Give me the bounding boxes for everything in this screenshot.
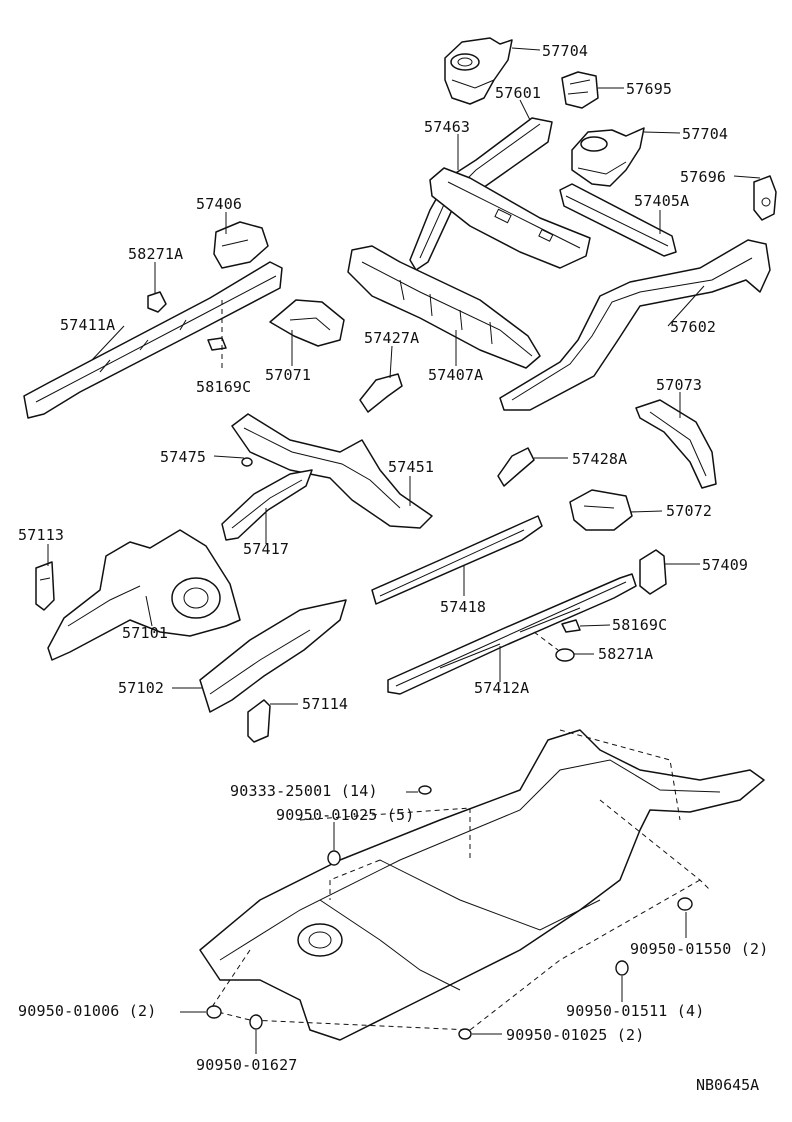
callout-58271a-b: 58271A — [598, 645, 653, 663]
part-57411a — [23, 261, 283, 419]
part-57704-top — [444, 37, 513, 105]
part-57406 — [213, 221, 269, 269]
callout-90950-01511: 90950-01511 (4) — [566, 1002, 704, 1020]
callout-57073: 57073 — [656, 376, 702, 394]
callout-57114: 57114 — [302, 695, 348, 713]
callouts: 57704 57601 57695 57463 57704 57696 5740… — [18, 42, 768, 1074]
leader-lines — [47, 47, 761, 1054]
callout-90950-01025-5: 90950-01025 (5) — [276, 806, 414, 824]
part-57463-crossmember — [429, 167, 591, 269]
diagram-reference-code: NB0645A — [696, 1076, 759, 1094]
part-57102 — [199, 599, 347, 713]
callout-57411a: 57411A — [60, 316, 115, 334]
callout-57451: 57451 — [388, 458, 434, 476]
part-57695 — [561, 71, 599, 109]
part-57071 — [269, 299, 345, 347]
callout-58271a-a: 58271A — [128, 245, 183, 263]
part-57409 — [639, 549, 667, 595]
callout-58169c-b: 58169C — [612, 616, 667, 634]
part-57696 — [753, 175, 777, 221]
callout-57407a: 57407A — [428, 366, 483, 384]
plug-90950-01025-5 — [327, 850, 341, 866]
plug-90950-01025-2 — [458, 1028, 472, 1040]
part-57113 — [35, 561, 55, 611]
callout-57405a: 57405A — [634, 192, 689, 210]
callout-90950-01025-2: 90950-01025 (2) — [506, 1026, 644, 1044]
callout-57071: 57071 — [265, 366, 311, 384]
part-57101-apron — [47, 529, 241, 661]
part-57704-second — [571, 127, 645, 187]
callout-57418: 57418 — [440, 598, 486, 616]
callout-57475: 57475 — [160, 448, 206, 466]
callout-57113: 57113 — [18, 526, 64, 544]
underbody-assembly — [199, 729, 765, 1041]
callout-57427a: 57427A — [364, 329, 419, 347]
callout-57406: 57406 — [196, 195, 242, 213]
callout-57417: 57417 — [243, 540, 289, 558]
callout-57696: 57696 — [680, 168, 726, 186]
part-57418 — [371, 515, 543, 605]
plug-90950-01511 — [615, 960, 629, 976]
callout-57463: 57463 — [424, 118, 470, 136]
plug-90950-01550 — [677, 897, 693, 911]
callout-57602: 57602 — [670, 318, 716, 336]
callout-90333-25001: 90333-25001 (14) — [230, 782, 378, 800]
part-57114 — [247, 699, 271, 743]
part-57073 — [635, 399, 717, 489]
part-57428a — [497, 447, 535, 487]
callout-57409: 57409 — [702, 556, 748, 574]
callout-57601: 57601 — [495, 84, 541, 102]
part-57072 — [569, 489, 633, 531]
callout-90950-01627: 90950-01627 — [196, 1056, 298, 1074]
part-58271a-lower — [555, 648, 575, 662]
callout-57428a: 57428A — [572, 450, 627, 468]
plug-90950-01006 — [206, 1005, 222, 1019]
part-58271a-top — [147, 291, 167, 313]
part-57407a — [347, 245, 541, 369]
callout-90950-01006: 90950-01006 (2) — [18, 1002, 156, 1020]
plug-90950-01627 — [249, 1014, 263, 1030]
part-58169c-lower — [561, 619, 581, 633]
callout-57412a: 57412A — [474, 679, 529, 697]
part-57602-rail — [499, 239, 771, 411]
callout-57704-b: 57704 — [682, 125, 728, 143]
plug-90333-25001 — [418, 785, 432, 795]
callout-58169c-a: 58169C — [196, 378, 251, 396]
callout-57072: 57072 — [666, 502, 712, 520]
part-57417 — [221, 469, 313, 541]
callout-57704-a: 57704 — [542, 42, 588, 60]
part-58169c-upper — [207, 337, 227, 351]
callout-57695: 57695 — [626, 80, 672, 98]
callout-90950-01550: 90950-01550 (2) — [630, 940, 768, 958]
callout-57101: 57101 — [122, 624, 168, 642]
part-57405a — [559, 183, 677, 257]
part-57412a — [387, 573, 637, 695]
part-57427a — [359, 373, 403, 413]
callout-57102: 57102 — [118, 679, 164, 697]
